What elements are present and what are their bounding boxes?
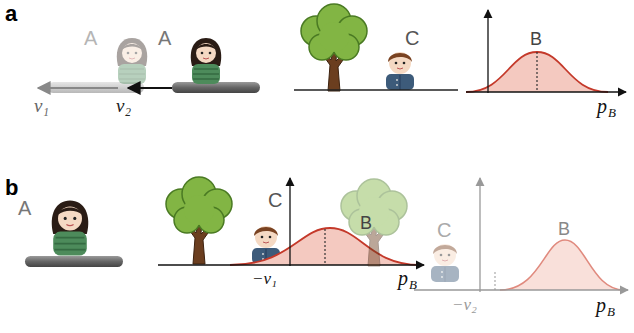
velocity-label: v₂ (116, 96, 131, 115)
person-label: C (437, 220, 451, 240)
velocity-label: v₁ (34, 96, 49, 115)
panel-letter: a (5, 3, 17, 25)
axis-subscript: B (409, 278, 417, 291)
velocity-label: −v₂ (452, 296, 477, 313)
distribution-label: B (360, 214, 372, 232)
axis-subscript: B (608, 106, 616, 119)
distribution-label: B (558, 220, 570, 238)
person-label: C (268, 190, 282, 210)
distribution-label: B (530, 30, 542, 48)
axis-label: p (597, 96, 607, 116)
axis-label: p (596, 295, 606, 315)
panel-letter: b (5, 177, 18, 199)
axis-label: p (398, 268, 408, 288)
person-label: C (405, 28, 419, 48)
person-label: A (84, 28, 97, 48)
velocity-label: −v₁ (252, 270, 277, 287)
person-label: A (158, 28, 171, 48)
axis-subscript: B (607, 305, 615, 318)
person-label: A (18, 198, 31, 218)
